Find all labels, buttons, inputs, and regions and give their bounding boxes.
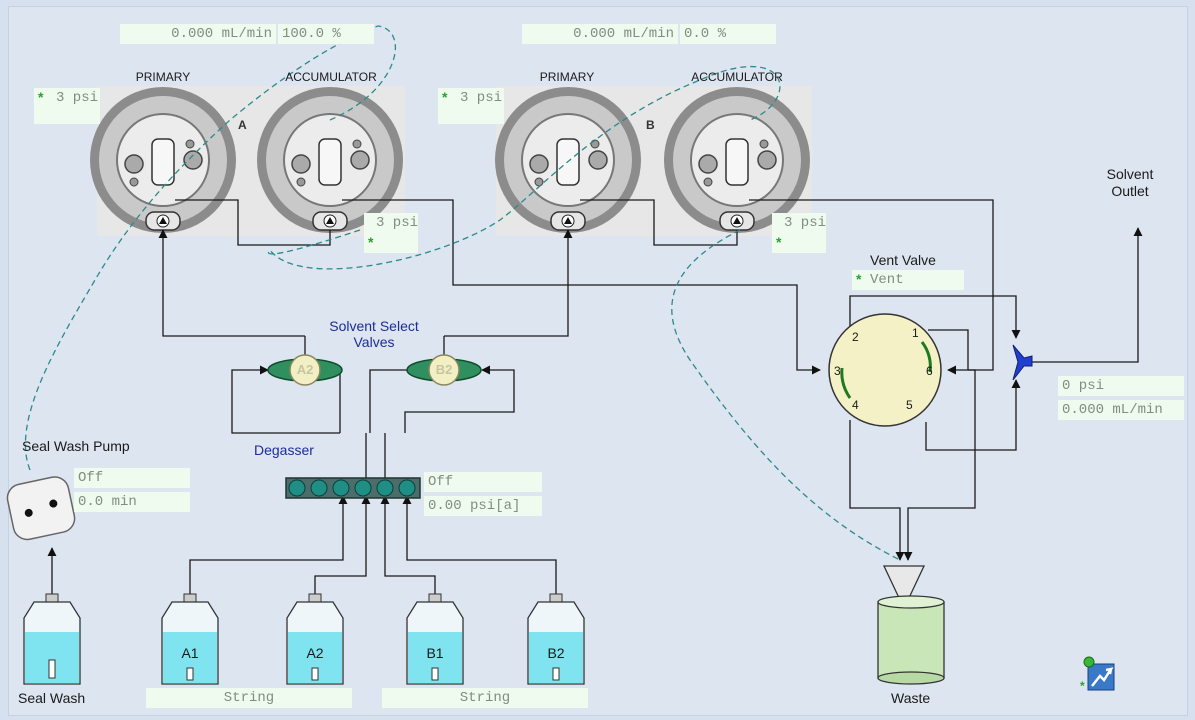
bottle-seal-wash[interactable] <box>23 593 81 685</box>
pump-a-primary-pressure: 3 psi <box>34 88 100 124</box>
solvent-select-title-line2: Valves <box>353 334 395 350</box>
outlet-pressure: 0 psi <box>1058 376 1184 396</box>
pump-a-primary-asterisk: * <box>38 89 44 105</box>
degasser-state: Off <box>424 472 542 492</box>
vent-port-2: 2 <box>852 330 859 344</box>
pump-a-composition: 100.0 % <box>278 24 374 44</box>
seal-wash-pump-unit[interactable] <box>5 474 77 542</box>
bottles-b-string: String <box>382 688 588 708</box>
vent-port-4: 4 <box>852 398 859 412</box>
solvent-select-title-line1: Solvent Select <box>329 318 419 334</box>
pump-b-accumulator-asterisk: * <box>776 234 782 250</box>
vent-port-3: 3 <box>834 364 841 378</box>
bottle-a1-label: A1 <box>181 645 199 661</box>
solvent-outlet-label-line2: Outlet <box>1111 183 1149 199</box>
solvent-select-valve-a[interactable] <box>267 354 343 386</box>
pump-a-primary-head[interactable] <box>90 87 236 233</box>
tubing-lines <box>47 199 1143 598</box>
pump-b-primary-pressure: 3 psi <box>438 88 504 124</box>
seal-wash-pump-label: Seal Wash Pump <box>22 438 130 454</box>
waste-label: Waste <box>891 690 931 706</box>
pump-b-letter: B <box>646 118 655 132</box>
pump-a-letter: A <box>238 118 247 132</box>
pump-a-accumulator-asterisk: * <box>368 234 374 250</box>
vent-port-6: 6 <box>926 364 933 378</box>
seal-wash-bottle-label: Seal Wash <box>18 690 86 706</box>
solvent-select-valve-b-label: B2 <box>435 362 453 377</box>
bottle-b1-label: B1 <box>426 645 444 661</box>
status-icon-glyph: * <box>1080 656 1115 692</box>
vent-valve-state: Vent <box>852 270 964 290</box>
degasser-unit[interactable] <box>285 477 421 499</box>
bottle-b1[interactable] <box>406 593 464 685</box>
solvent-outlet-label-line1: Solvent <box>1106 166 1154 182</box>
vent-port-1: 1 <box>912 326 919 340</box>
bottle-a2-label: A2 <box>306 645 324 661</box>
seal-wash-time: 0.0 min <box>74 492 190 512</box>
bottle-a2[interactable] <box>286 593 344 685</box>
bottle-b2-label: B2 <box>547 645 565 661</box>
pump-a-accumulator-pressure: 3 psi <box>364 213 418 253</box>
outlet-flow: 0.000 mL/min <box>1058 400 1184 420</box>
pump-b-flow: 0.000 mL/min <box>522 24 678 44</box>
bottles-a-string: String <box>146 688 352 708</box>
seal-wash-dashed-lines <box>24 25 901 561</box>
vent-port-5: 5 <box>906 398 913 412</box>
pump-b-accumulator-head[interactable] <box>664 87 810 233</box>
pump-b-composition: 0.0 % <box>680 24 776 44</box>
pump-a-flow: 0.000 mL/min <box>120 24 276 44</box>
waste-container[interactable] <box>877 565 945 685</box>
bottle-a1[interactable] <box>161 593 219 685</box>
pump-b-primary-asterisk: * <box>442 89 448 105</box>
pump-a-accumulator-head[interactable] <box>257 87 403 233</box>
degasser-vacuum: 0.00 psi[a] <box>424 496 542 516</box>
seal-wash-state: Off <box>74 468 190 488</box>
bottle-b2[interactable] <box>527 593 585 685</box>
vent-valve-body[interactable] <box>828 313 942 427</box>
pump-b-primary-label: PRIMARY <box>539 70 595 84</box>
vent-valve-label: Vent Valve <box>870 252 936 268</box>
solvent-select-valve-b[interactable] <box>406 354 482 386</box>
status-icon[interactable]: * <box>1080 656 1116 692</box>
vent-valve-asterisk: * <box>856 271 862 287</box>
mixer-tee <box>1012 344 1033 381</box>
degasser-label: Degasser <box>254 442 314 458</box>
pump-b-accumulator-pressure: 3 psi <box>772 213 826 253</box>
solvent-select-valve-a-label: A2 <box>296 362 314 377</box>
pump-a-accumulator-label: ACCUMULATOR <box>285 70 377 84</box>
pump-a-primary-label: PRIMARY <box>135 70 191 84</box>
svg-text:*: * <box>1080 679 1085 692</box>
pump-b-accumulator-label: ACCUMULATOR <box>691 70 783 84</box>
pump-b-primary-head[interactable] <box>495 87 641 233</box>
